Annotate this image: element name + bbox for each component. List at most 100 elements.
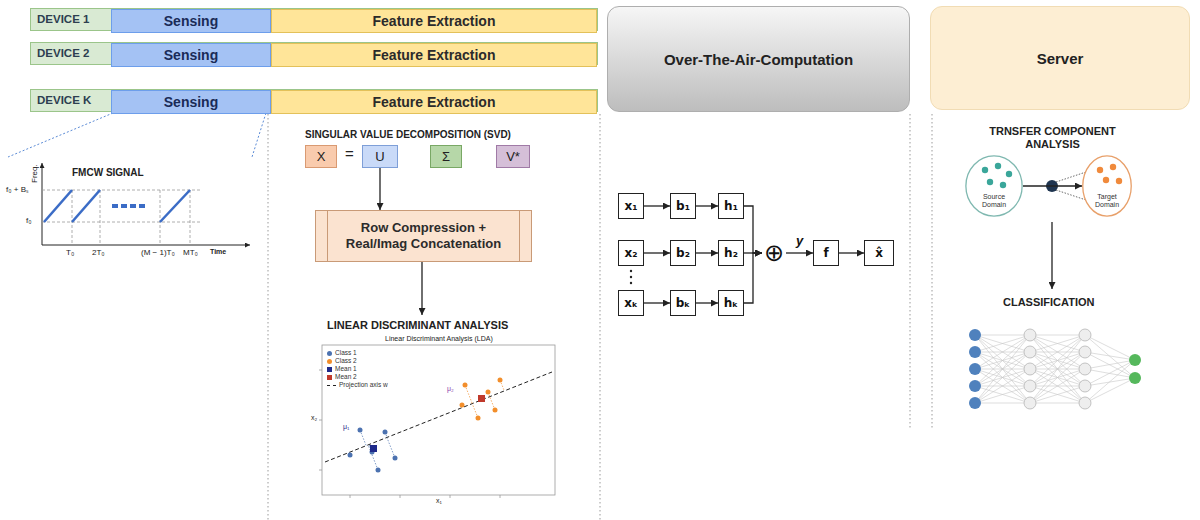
text-label: f₀ + Bₛ <box>6 185 28 195</box>
legend-text: Mean 1 <box>335 365 357 372</box>
node-text: x₁ <box>625 199 638 213</box>
node-text: Sensing <box>164 13 218 29</box>
text-label: x₁ <box>436 497 442 505</box>
ellipse-outline <box>1083 156 1132 216</box>
node-text: Feature Extraction <box>373 13 496 29</box>
lda-scatter-plot <box>319 345 555 498</box>
text-label: CLASSIFICATION <box>1003 296 1094 309</box>
signal-block: xₖ <box>618 290 644 316</box>
signal-block: x̂ <box>864 240 894 266</box>
summation-dots <box>630 270 632 284</box>
device-band: DEVICE 1 Sensing Feature Extraction <box>30 8 598 31</box>
legend-row: Projection axis w <box>327 381 388 389</box>
node-text: Target Domain <box>1087 193 1127 209</box>
text-label: x₂ <box>311 414 317 422</box>
node-text: ⊕ <box>764 241 784 265</box>
node-text: Feature Extraction <box>373 94 496 110</box>
node-text: Feature Extraction <box>373 47 496 63</box>
text-label: MT₀ <box>183 248 198 258</box>
node-text: DEVICE 1 <box>37 9 89 30</box>
node-text: bₖ <box>676 296 690 310</box>
matrix-box: Σ <box>430 145 462 168</box>
device-band: DEVICE 2 Sensing Feature Extraction <box>30 42 598 65</box>
legend-row: Mean 2 <box>327 373 388 381</box>
stage-box: Sensing <box>111 43 271 67</box>
signal-block: f <box>813 240 839 266</box>
connector <box>379 168 380 210</box>
domain-ellipse: Target Domain <box>1082 155 1132 217</box>
connector <box>696 302 718 303</box>
signal-block: b₁ <box>670 193 696 219</box>
section-header: Over-The-Air-Computation <box>607 6 910 112</box>
signal-block: h₂ <box>718 240 744 266</box>
matrix-box: V* <box>496 145 530 168</box>
domain-ellipse: Source Domain <box>965 155 1023 217</box>
legend-swatch <box>327 359 332 364</box>
neural-network <box>969 329 1141 409</box>
text-label: TRNSFER COMPONENT ANALYSIS <box>985 125 1120 151</box>
signal-block: hₖ <box>718 290 744 316</box>
column-separators <box>268 114 932 520</box>
node-text: DEVICE 2 <box>37 43 89 64</box>
node-text: hₖ <box>724 296 738 310</box>
connector <box>696 205 718 206</box>
text-label: μ₁ <box>343 423 349 431</box>
text-label: T₀ <box>66 248 74 258</box>
stage-box: Feature Extraction <box>271 90 597 114</box>
text-label: = <box>345 145 354 163</box>
matrix-box: U <box>362 145 398 168</box>
node-text: DEVICE K <box>37 90 91 111</box>
connector <box>644 302 670 303</box>
signal-block: bₖ <box>670 290 696 316</box>
node-text: Sensing <box>164 47 218 63</box>
connector <box>696 252 718 253</box>
signal-block: x₂ <box>618 240 644 266</box>
node-text: Row Compression + Real/Imag Concatenatio… <box>334 220 513 253</box>
node-text: Source Domain <box>974 193 1014 209</box>
stage-box: Sensing <box>111 90 271 114</box>
node-text: V* <box>506 149 520 164</box>
node-text: x̂ <box>875 246 883 260</box>
node-text: Server <box>1037 50 1084 67</box>
legend-row: Class 1 <box>327 349 388 357</box>
text-label: 2T₀ <box>92 248 105 258</box>
node-text: Sensing <box>164 94 218 110</box>
summation-symbol: ⊕ <box>762 241 786 265</box>
device-band: DEVICE K Sensing Feature Extraction <box>30 89 598 112</box>
zoom-leader-lines <box>8 113 266 157</box>
line-sample <box>327 385 336 386</box>
stage-box: Feature Extraction <box>271 43 597 67</box>
legend-text: Class 1 <box>335 349 357 356</box>
signal-block: b₂ <box>670 240 696 266</box>
node-text: f <box>823 246 828 260</box>
node-text: Σ <box>442 149 450 164</box>
node-text: b₂ <box>676 246 690 260</box>
text-label: μ₂ <box>447 385 454 393</box>
node-text: h₁ <box>724 199 738 213</box>
legend-swatch <box>327 351 332 356</box>
text-label: LINEAR DISCRIMINANT ANALYSIS <box>327 319 508 332</box>
legend-text: Class 2 <box>335 357 357 364</box>
text-label: (M − 1)T₀ <box>141 248 175 258</box>
text-label: Linear Discriminant Analysis (LDA) <box>385 335 493 343</box>
node-text: h₂ <box>724 246 738 260</box>
text-label: FMCW SIGNAL <box>72 167 144 179</box>
node-text: Over-The-Air-Computation <box>664 51 853 68</box>
fmcw-plot <box>42 163 250 245</box>
connector <box>1023 185 1082 186</box>
node-text: x₂ <box>625 246 638 260</box>
connector <box>744 253 762 303</box>
text-label: SINGULAR VALUE DECOMPOSITION (SVD) <box>305 129 511 141</box>
connector <box>644 252 670 253</box>
section-header: Server <box>930 6 1190 110</box>
legend-swatch <box>327 375 332 380</box>
matrix-box: X <box>305 145 337 168</box>
signal-block: h₁ <box>718 193 744 219</box>
stage-box: Feature Extraction <box>271 9 597 33</box>
text-label: Freq. <box>30 164 40 183</box>
connector <box>744 206 762 253</box>
legend-swatch <box>327 367 332 372</box>
connector <box>644 205 670 206</box>
node-text: xₖ <box>624 296 638 310</box>
node-text: U <box>375 149 384 164</box>
